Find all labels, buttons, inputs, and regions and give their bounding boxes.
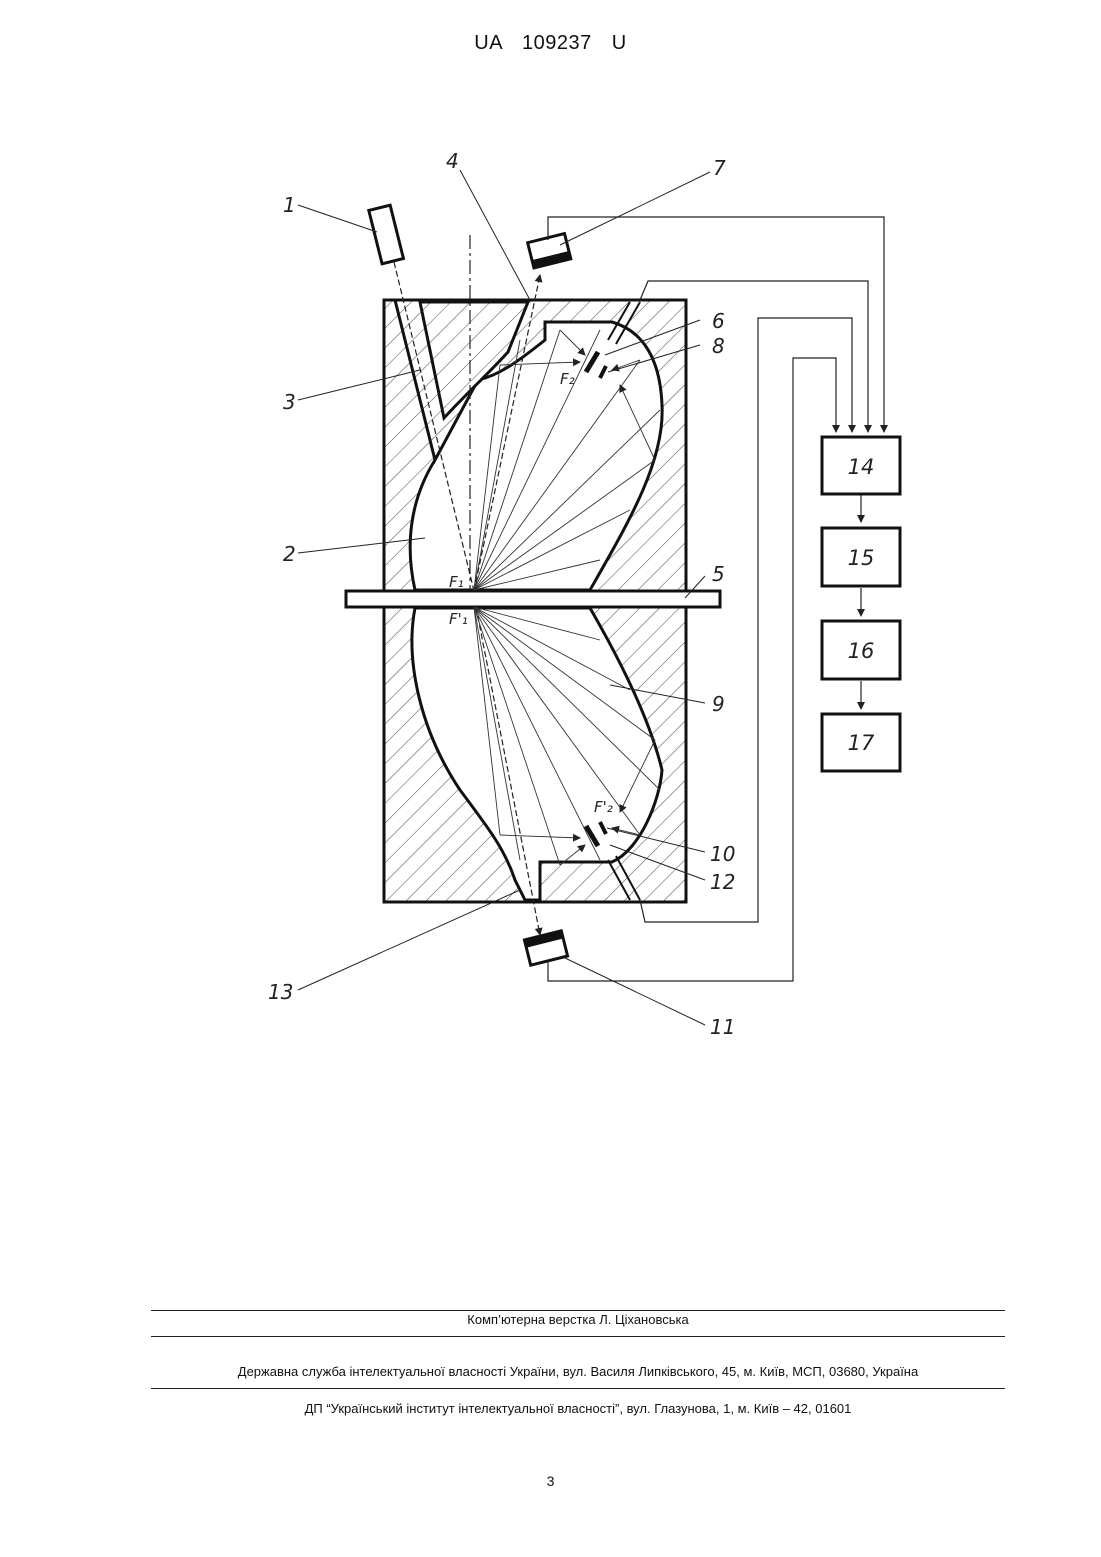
label-3: 3: [283, 390, 296, 414]
lower-detector: [524, 931, 567, 965]
label-f2-upper: F₂: [560, 370, 575, 388]
label-11: 11: [710, 1015, 735, 1039]
label-12: 12: [710, 870, 735, 894]
footer-rule-1: [151, 1310, 1005, 1311]
upper-detector: [528, 234, 571, 268]
label-7: 7: [713, 156, 726, 180]
label-6: 6: [712, 309, 725, 333]
block-15-label: 15: [848, 546, 875, 570]
label-4: 4: [446, 149, 459, 173]
footer-layout-credit: Комп’ютерна верстка Л. Ціхановська: [151, 1312, 1005, 1327]
footer-agency: Державна служба інтелектуальної власност…: [151, 1364, 1005, 1379]
label-1: 1: [283, 193, 296, 217]
laser-source: [369, 205, 404, 264]
block-14-label: 14: [848, 455, 875, 479]
block-16-label: 16: [848, 639, 875, 663]
label-2: 2: [283, 542, 296, 566]
specimen-plate: [346, 591, 720, 607]
label-8: 8: [712, 334, 725, 358]
footer-rule-2: [151, 1336, 1005, 1337]
label-9: 9: [712, 692, 725, 716]
footer-rule-3: [151, 1388, 1005, 1389]
label-f2-lower: F'₂: [594, 798, 613, 816]
label-5: 5: [712, 562, 725, 586]
label-f1-lower: F'₁: [449, 610, 468, 628]
label-f1-upper: F₁: [449, 573, 464, 591]
footer-institute: ДП “Український інститут інтелектуальної…: [151, 1401, 1005, 1416]
label-10: 10: [710, 842, 735, 866]
page-number: 3: [0, 1473, 1101, 1489]
block-17-label: 17: [848, 731, 875, 755]
label-13: 13: [268, 980, 293, 1004]
